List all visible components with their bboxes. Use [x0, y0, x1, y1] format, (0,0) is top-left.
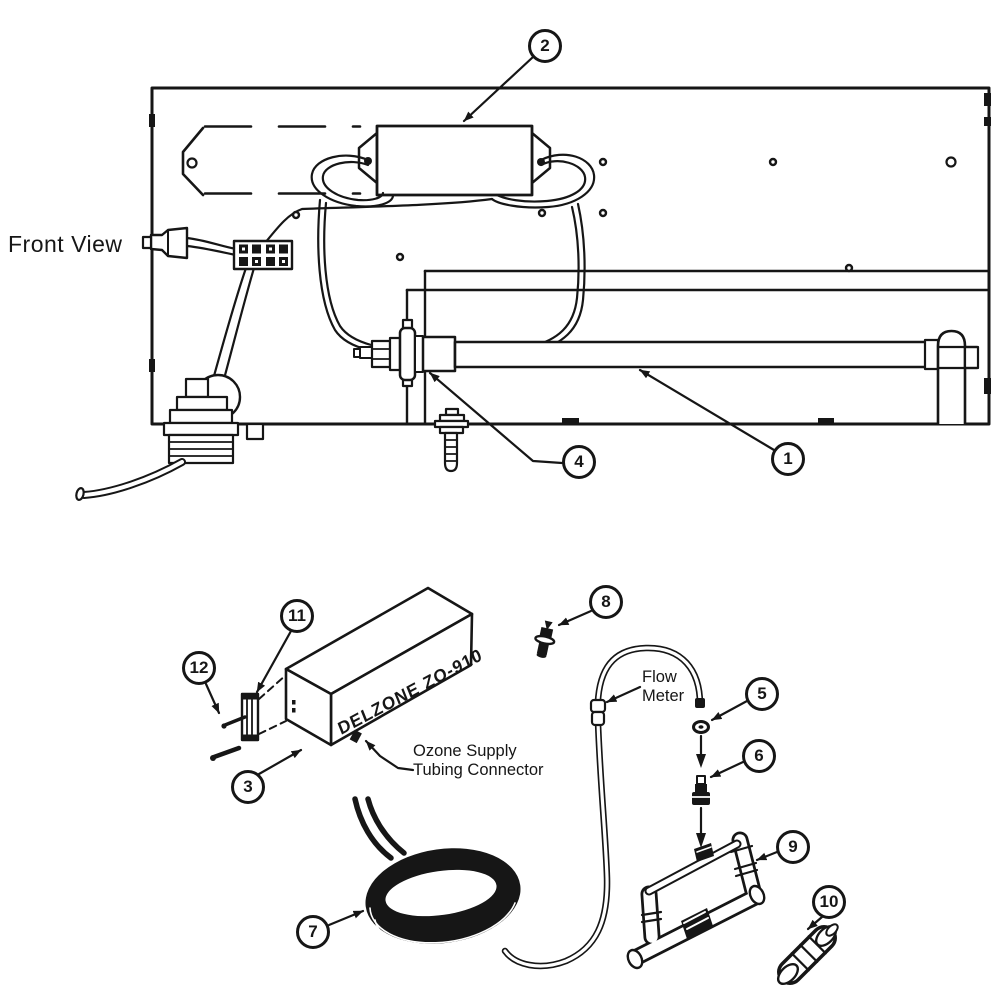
pipe-coupling	[776, 923, 839, 986]
panel-foot	[245, 422, 265, 441]
callout-11: 11	[280, 599, 314, 633]
callout-2: 2	[528, 29, 562, 63]
front-view-panel	[75, 86, 991, 501]
callout-leader-lines	[204, 55, 824, 931]
callout-3: 3	[231, 770, 265, 804]
callout-4: 4	[562, 445, 596, 479]
ozone-connector-label: Ozone Supply Tubing Connector	[413, 742, 544, 780]
washer-and-fitting	[691, 720, 711, 848]
ozone-connector-label-line2: Tubing Connector	[413, 761, 544, 779]
ozone-connector-label-line1: Ozone Supply	[413, 742, 517, 760]
flow-meter	[589, 698, 607, 727]
ozone-lamp-tube	[353, 318, 980, 426]
front-view-label: Front View	[8, 231, 123, 257]
mounting-screw	[433, 407, 470, 473]
tubing-coil	[352, 796, 521, 949]
callout-6: 6	[742, 739, 776, 773]
flow-meter-label-line1: Flow	[642, 668, 677, 686]
flow-meter-label-line2: Meter	[642, 687, 685, 705]
injector-manifold	[626, 831, 766, 970]
hidden-transformer-outline	[181, 125, 362, 197]
callout-7: 7	[296, 915, 330, 949]
fuse-and-screws	[210, 674, 287, 761]
callout-5: 5	[745, 677, 779, 711]
power-cord-strain-relief	[75, 373, 242, 501]
supply-tubing	[501, 644, 705, 970]
panel-edge-notches	[149, 93, 991, 424]
transformer	[357, 124, 552, 197]
callout-1: 1	[771, 442, 805, 476]
terminal-block	[232, 239, 294, 271]
power-inlet-plug	[141, 226, 189, 260]
callout-12: 12	[182, 651, 216, 685]
panel-holes	[291, 156, 957, 273]
check-valve-fitting	[534, 620, 556, 658]
ozone-generator-box: DELZONE ZO-910	[284, 586, 485, 747]
callout-8: 8	[589, 585, 623, 619]
flow-meter-label: Flow Meter	[642, 668, 684, 706]
callout-10: 10	[812, 885, 846, 919]
callout-9: 9	[776, 830, 810, 864]
